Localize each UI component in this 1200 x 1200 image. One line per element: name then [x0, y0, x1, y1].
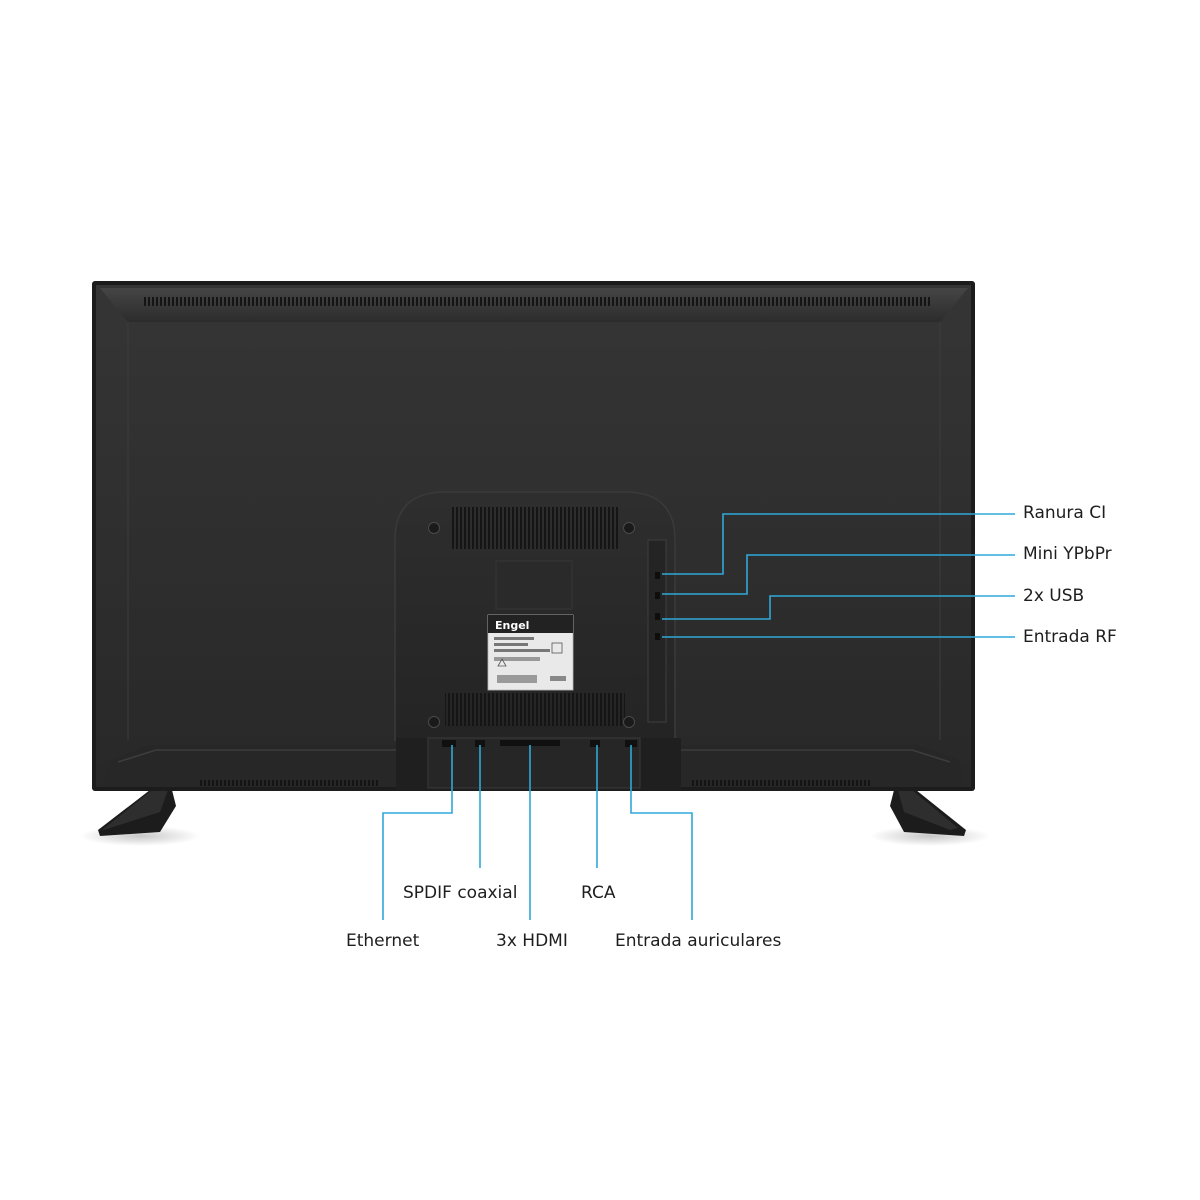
- callout-line-ethernet: [382, 745, 453, 920]
- bin-symbol-icon: [551, 642, 563, 654]
- callout-line-usb: [662, 595, 1015, 620]
- right-stand: [890, 790, 966, 836]
- bottom-vent-right: [690, 780, 870, 786]
- callout-label-spdif: SPDIF coaxial: [403, 883, 518, 903]
- callout-label-auriculares: Entrada auriculares: [615, 931, 782, 951]
- rating-label: Engel: [487, 614, 574, 691]
- panel-vent-bottom: [445, 693, 625, 726]
- top-vent: [142, 297, 932, 306]
- brand-logo: Engel: [495, 619, 529, 632]
- bottom-vent-left: [200, 780, 380, 786]
- side-connector-strip: [647, 539, 667, 723]
- callout-label-entrada-rf: Entrada RF: [1023, 627, 1117, 647]
- screw-icon: [428, 716, 440, 728]
- callout-lines: [382, 513, 1015, 920]
- screw-icon: [623, 522, 635, 534]
- callout-label-mini-ypbpr: Mini YPbPr: [1023, 544, 1112, 564]
- warning-icon: [497, 658, 507, 667]
- callout-label-hdmi: 3x HDMI: [496, 931, 568, 951]
- screw-icon: [623, 716, 635, 728]
- screw-icon: [428, 522, 440, 534]
- callout-label-rca: RCA: [581, 883, 616, 903]
- callout-label-usb: 2x USB: [1023, 586, 1085, 606]
- left-stand: [98, 790, 176, 836]
- callout-label-ranura-ci: Ranura CI: [1023, 503, 1107, 523]
- callout-line-ranura-ci: [662, 513, 1015, 575]
- callout-line-mini-ypbpr: [662, 554, 1015, 595]
- callout-label-ethernet: Ethernet: [346, 931, 420, 951]
- callout-line-auriculares: [630, 745, 693, 920]
- panel-vent-top: [450, 507, 620, 549]
- bottom-connector-bay: [427, 737, 641, 789]
